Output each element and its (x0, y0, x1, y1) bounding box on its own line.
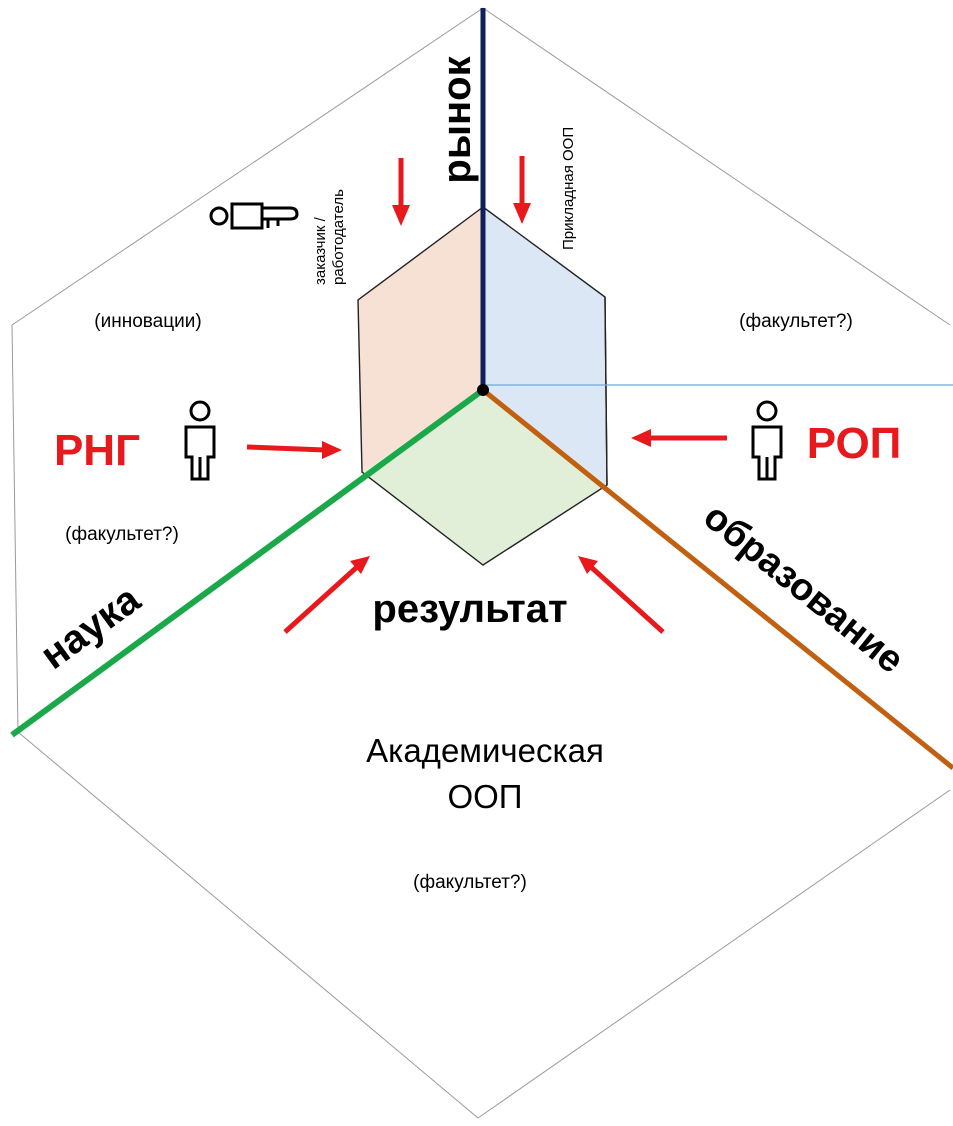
axis-label-science: наука (33, 577, 149, 678)
arrow-top-right (513, 156, 531, 224)
origin-point (477, 384, 489, 396)
axis-label-market: рынок (435, 55, 479, 183)
arrow-bottom-right (578, 556, 665, 634)
arrows (246, 156, 727, 634)
arrow-right (631, 429, 727, 447)
face-market-science (358, 207, 483, 472)
education-axis (481, 388, 953, 770)
person-icon (184, 400, 216, 481)
science-axis (10, 387, 485, 738)
academic-program-line1: Академическая (366, 732, 604, 769)
arrow-left (246, 441, 342, 459)
innovations-label: (инновации) (94, 311, 201, 332)
role-right: РОП (807, 419, 902, 468)
faculty-right-label: (факультет?) (739, 311, 853, 332)
inner-hexagon-edges (357, 206, 608, 566)
arrow-bottom-left (283, 556, 370, 634)
faculty-bottom-label: (факультет?) (413, 872, 527, 893)
academic-program-line2: ООП (447, 778, 522, 815)
outer-hexagon (11, 7, 951, 1119)
role-left: РНГ (54, 426, 140, 475)
face-market-education (483, 207, 607, 485)
person-icon (751, 400, 783, 481)
faculty-left-label: (факультет?) (65, 524, 179, 545)
customer-label: заказчик /работодатель (312, 189, 347, 285)
handshake-icon (209, 202, 299, 230)
arrow-top-left (392, 158, 410, 226)
result-label: результат (372, 587, 567, 631)
applied-program-label: Прикладная ООП (560, 127, 577, 250)
